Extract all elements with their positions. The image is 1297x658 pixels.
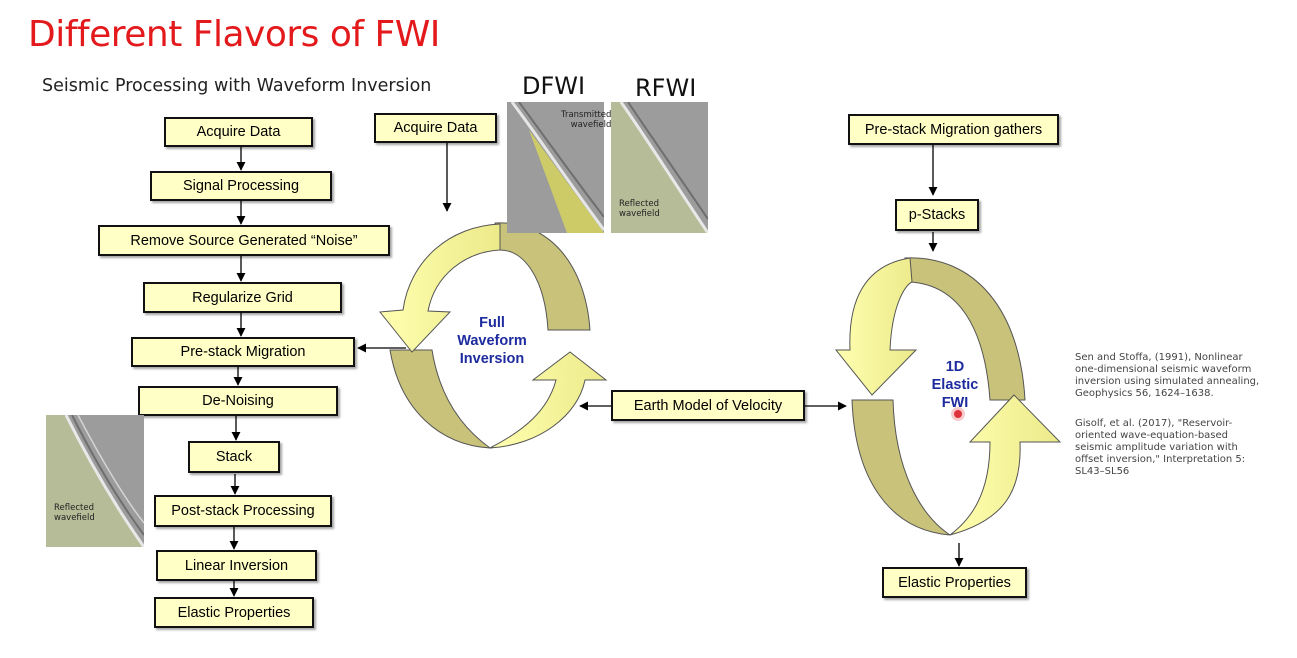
signal-processing-box: Signal Processing [150,171,332,201]
reflected-wavefield-panel-left: Reflected wavefield [46,414,146,548]
acquire-data-box: Acquire Data [164,117,313,147]
linear-inversion-box: Linear Inversion [156,550,317,581]
page-subtitle: Seismic Processing with Waveform Inversi… [42,76,432,96]
fwi-cycle [379,222,608,449]
seismic-image-left [46,414,146,548]
cursor-dot [954,410,962,418]
seismic-image-dfwi [507,101,606,233]
reference-1: Sen and Stoffa, (1991), Nonlinear one-di… [1075,352,1260,399]
left-panel-label: Reflected wavefield [54,503,95,523]
seismic-image-rfwi [611,101,710,234]
fwi-cycle-front-right [489,351,608,449]
prestack-gathers-box: Pre-stack Migration gathers [848,114,1059,145]
stack-box: Stack [188,441,280,473]
earth-model-box: Earth Model of Velocity [611,390,805,421]
acquire-data-middle-box: Acquire Data [374,113,497,143]
reference-2: Gisolf, et al. (2017), "Reservoir-orient… [1075,418,1246,477]
elastic-cycle-back-bottom [851,399,951,536]
rfwi-panel-label: Reflected wavefield [619,199,660,219]
elastic-cycle-front-right [949,394,1062,536]
regularize-grid-box: Regularize Grid [143,282,342,313]
dfwi-panel-label: Transmitted wavefield [561,110,612,130]
elastic-properties-right-box: Elastic Properties [882,567,1027,598]
denoising-box: De-Noising [138,386,338,416]
rfwi-header: RFWI [635,74,697,102]
fwi-cycle-label: Full Waveform Inversion [457,315,527,367]
pstacks-box: p-Stacks [895,199,979,231]
fwi-cycle-front-left [379,223,501,353]
elastic-cycle-back-top [904,257,1026,401]
remove-noise-box: Remove Source Generated “Noise” [98,225,390,256]
elastic-properties-left-box: Elastic Properties [154,597,314,628]
dfwi-header: DFWI [522,72,586,100]
prestack-migration-box: Pre-stack Migration [131,337,355,367]
poststack-processing-box: Post-stack Processing [154,495,332,527]
elastic-cycle-front-left [834,257,918,396]
elastic-fwi-cycle-label: 1D Elastic FWI [931,359,979,411]
page-title: Different Flavors of FWI [28,14,440,55]
dfwi-panel: Transmitted wavefield [507,101,611,233]
elastic-fwi-cycle [834,257,1062,536]
rfwi-panel: Reflected wavefield [611,101,710,234]
